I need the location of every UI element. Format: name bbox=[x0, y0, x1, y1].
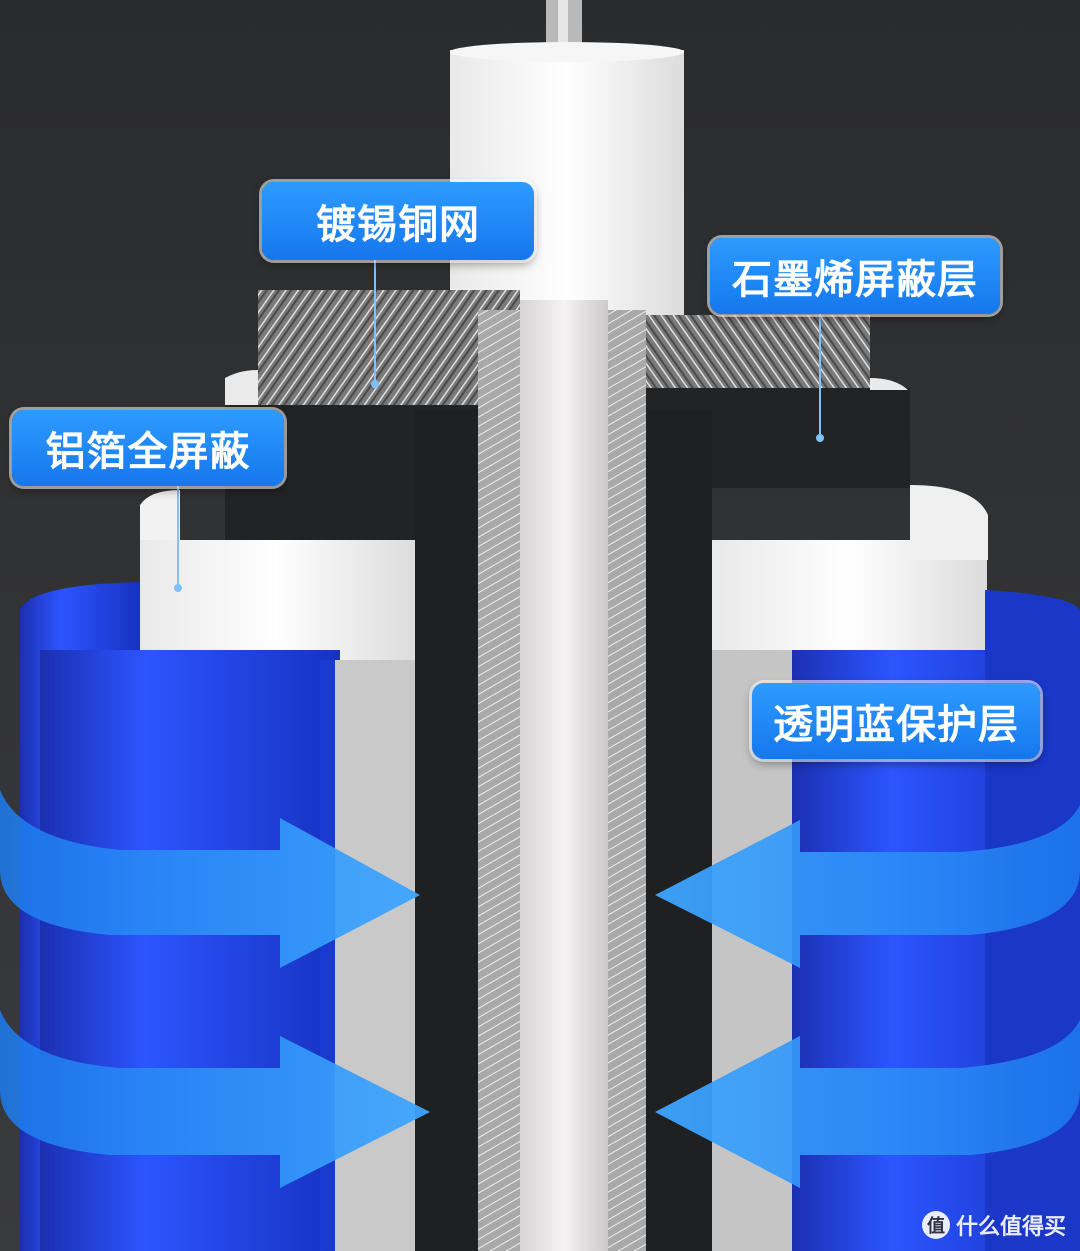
watermark-logo-icon: 值 bbox=[921, 1211, 950, 1239]
callout-aluminum-foil-full-shield: 铝箔全屏蔽 bbox=[12, 410, 284, 486]
braid-band-left bbox=[478, 310, 523, 1251]
center-core bbox=[520, 300, 608, 1251]
shield-arrow-left-lower bbox=[0, 1010, 430, 1188]
callout-tinned-copper-mesh: 镀锡铜网 bbox=[262, 182, 534, 260]
callout-transparent-blue-jacket: 透明蓝保护层 bbox=[752, 683, 1040, 759]
watermark-text: 什么值得买 bbox=[955, 1215, 1066, 1240]
tinned-copper-braid-right bbox=[610, 315, 870, 410]
foil-band-left bbox=[335, 660, 415, 1251]
watermark: 值 什么值得买 bbox=[921, 1209, 1066, 1241]
callout-graphene-shield-layer: 石墨烯屏蔽层 bbox=[710, 238, 1000, 314]
shield-arrow-right-lower bbox=[655, 1020, 1080, 1188]
tinned-copper-braid-left bbox=[258, 290, 520, 410]
braid-band-right bbox=[606, 310, 646, 1251]
shield-arrow-right-upper bbox=[655, 805, 1080, 968]
aluminum-foil-left bbox=[140, 540, 415, 660]
shield-arrow-left-upper bbox=[0, 790, 420, 968]
